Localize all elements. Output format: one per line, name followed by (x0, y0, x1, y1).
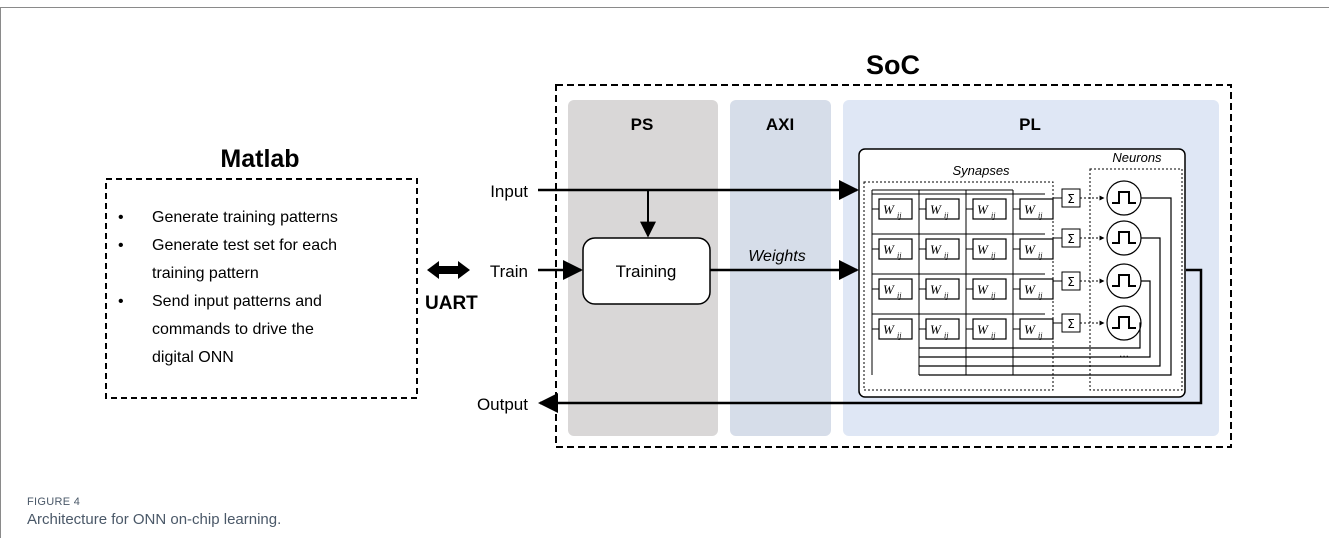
synapses-label: Synapses (952, 163, 1010, 178)
neuron-step-icon (1112, 316, 1136, 329)
sum-symbol: Σ (1067, 232, 1075, 246)
weight-subscript: ij (1038, 331, 1043, 340)
matlab-title: Matlab (220, 145, 299, 173)
matlab-box (105, 178, 418, 399)
weight-subscript: ij (944, 331, 949, 340)
feedback-line (919, 280, 1151, 358)
weight-symbol: W (977, 242, 989, 257)
feedback-line (919, 237, 1161, 367)
neuron-node (1106, 305, 1142, 341)
uart-double-arrow-icon (427, 261, 470, 279)
weight-symbol: W (930, 202, 942, 217)
neurons-label: Neurons (1112, 150, 1162, 165)
bullet-marker: • (118, 237, 124, 254)
weight-symbol: W (930, 242, 942, 257)
weight-symbol: W (883, 282, 895, 297)
feedback-line (919, 322, 1141, 349)
neurons-ellipsis: ... (1119, 346, 1129, 360)
weight-subscript: ij (991, 211, 996, 220)
neuron-node (1106, 180, 1142, 216)
sum-symbol: Σ (1067, 317, 1075, 331)
sum-symbol: Σ (1067, 275, 1075, 289)
feedback-line (919, 197, 1172, 376)
bullet-line: Generate test set for each (152, 237, 337, 254)
weight-subscript: ij (1038, 211, 1043, 220)
weight-subscript: ij (991, 251, 996, 260)
weight-symbol: W (883, 322, 895, 337)
figure-label: FIGURE 4 (27, 496, 81, 508)
neuron-node (1106, 220, 1142, 256)
weight-symbol: W (977, 322, 989, 337)
neuron-node (1106, 263, 1142, 299)
input-label: Input (490, 182, 528, 201)
weight-symbol: W (977, 282, 989, 297)
weight-symbol: W (930, 322, 942, 337)
weight-subscript: ij (897, 251, 902, 260)
soc-title: SoC (866, 50, 920, 80)
uart-label: UART (425, 293, 478, 314)
weight-subscript: ij (897, 331, 902, 340)
ps-label: PS (631, 115, 654, 134)
weight-symbol: W (1024, 322, 1036, 337)
matlab-bullet-list: • • • Generate training patterns Generat… (118, 209, 338, 366)
sum-symbol: Σ (1067, 192, 1075, 206)
bullet-line: digital ONN (152, 349, 234, 366)
figure-caption: Architecture for ONN on-chip learning. (27, 511, 282, 528)
frame-top-border (0, 7, 1329, 8)
weight-symbol: W (1024, 242, 1036, 257)
neuron-step-icon (1112, 191, 1136, 204)
output-arrow (538, 268, 1203, 413)
weight-subscript: ij (1038, 291, 1043, 300)
axi-label: AXI (766, 115, 794, 134)
weight-subscript: ij (944, 291, 949, 300)
neuron-step-icon (1112, 274, 1136, 287)
pl-label: PL (1019, 115, 1041, 134)
weight-subscript: ij (897, 211, 902, 220)
weight-symbol: W (977, 202, 989, 217)
weight-symbol: W (1024, 202, 1036, 217)
weight-subscript: ij (991, 331, 996, 340)
bullet-line: Generate training patterns (152, 209, 338, 226)
train-label: Train (490, 262, 528, 281)
weight-subscript: ij (944, 251, 949, 260)
bullet-marker: • (118, 209, 124, 226)
frame-left-border (0, 7, 1, 538)
bullet-line: training pattern (152, 265, 259, 282)
weight-subscript: ij (991, 291, 996, 300)
weight-symbol: W (883, 242, 895, 257)
weight-subscript: ij (1038, 251, 1043, 260)
weights-label: Weights (748, 248, 806, 265)
training-label: Training (616, 262, 677, 281)
weight-subscript: ij (944, 211, 949, 220)
weight-symbol: W (883, 202, 895, 217)
weight-subscript: ij (897, 291, 902, 300)
output-label: Output (477, 395, 528, 414)
axi-block (730, 100, 831, 436)
bullet-line: commands to drive the (152, 321, 314, 338)
bullet-marker: • (118, 293, 124, 310)
neurons-region (1089, 168, 1183, 391)
bullet-line: Send input patterns and (152, 293, 322, 310)
weight-symbol: W (1024, 282, 1036, 297)
architecture-diagram: SoC PS AXI PL Matlab • • • Generate trai… (105, 50, 1232, 448)
soc-boundary (555, 84, 1232, 448)
neuron-step-icon (1112, 231, 1136, 244)
weight-symbol: W (930, 282, 942, 297)
